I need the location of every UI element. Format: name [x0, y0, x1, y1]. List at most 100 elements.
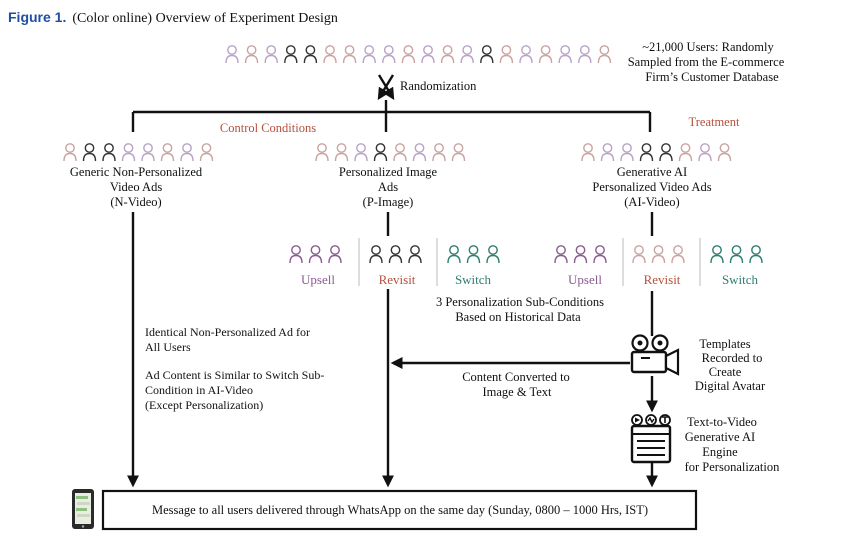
- person-icon: [323, 45, 337, 64]
- person-icon: [639, 143, 654, 162]
- engine-note-1: Text-to-Video: [687, 415, 757, 429]
- person-icon: [749, 245, 763, 264]
- pimage-title-1: Personalized Image: [339, 165, 438, 179]
- nvideo-note-4: Condition in AI-Video: [145, 383, 253, 397]
- person-icon: [334, 143, 349, 162]
- aivideo-title-1: Generative AI: [617, 165, 687, 179]
- person-icon: [393, 143, 407, 162]
- aivideo-upsell-group: [554, 245, 607, 264]
- person-icon: [581, 143, 595, 162]
- aivideo-revisit-group: [632, 245, 685, 264]
- person-icon: [362, 45, 376, 64]
- population-line-1: ~21,000 Users: Randomly: [642, 40, 774, 54]
- engine-note-3: Engine: [702, 445, 738, 459]
- pimage-revisit-label: Revisit: [379, 272, 416, 287]
- person-icon: [160, 143, 175, 162]
- person-icon: [369, 245, 383, 264]
- person-icon: [63, 143, 77, 162]
- person-icon: [180, 143, 194, 162]
- person-icon: [303, 45, 318, 64]
- aivideo-upsell-label: Upsell: [568, 272, 602, 287]
- person-icon: [710, 245, 724, 264]
- person-icon: [651, 245, 666, 264]
- person-icon: [620, 143, 634, 162]
- nvideo-title-3: (N-Video): [110, 195, 161, 209]
- delivery-message: Message to all users delivered through W…: [152, 503, 648, 517]
- templates-note-3: Create: [709, 365, 742, 379]
- pimage-title-3: (P-Image): [363, 195, 414, 209]
- treatment-label: Treatment: [689, 115, 740, 129]
- phone-icon: [72, 489, 94, 529]
- person-icon: [102, 143, 116, 162]
- aivideo-switch-group: [710, 245, 763, 264]
- nvideo-group: [63, 143, 214, 162]
- control-conditions-label: Control Conditions: [220, 121, 316, 135]
- person-icon: [412, 143, 427, 162]
- person-icon: [554, 245, 568, 264]
- person-icon: [717, 143, 732, 162]
- person-icon: [328, 245, 342, 264]
- aivideo-title-2: Personalized Video Ads: [592, 180, 711, 194]
- nvideo-note-1: Identical Non-Personalized Ad for: [145, 325, 310, 339]
- person-icon: [141, 143, 155, 162]
- person-icon: [698, 143, 712, 162]
- subcondition-note-1: 3 Personalization Sub-Conditions: [436, 295, 604, 309]
- engine-note-4: for Personalization: [685, 460, 781, 474]
- person-icon: [354, 143, 368, 162]
- delivery-box: [101, 489, 698, 531]
- pimage-title-2: Ads: [378, 180, 398, 194]
- subcondition-note-2: Based on Historical Data: [455, 310, 581, 324]
- person-icon: [499, 45, 514, 64]
- population-line-3: Firm’s Customer Database: [645, 70, 779, 84]
- nvideo-title-2: Video Ads: [110, 180, 163, 194]
- person-icon: [600, 143, 615, 162]
- person-icon: [593, 245, 607, 264]
- person-icon: [447, 245, 461, 264]
- person-icon: [678, 143, 693, 162]
- figure-number: Figure 1.: [8, 9, 67, 25]
- pimage-revisit-group: [369, 245, 422, 264]
- person-icon: [578, 45, 592, 64]
- person-icon: [308, 245, 323, 264]
- person-icon: [486, 245, 500, 264]
- population-line-2: Sampled from the E-commerce: [628, 55, 785, 69]
- person-icon: [388, 245, 403, 264]
- person-icon: [284, 45, 298, 64]
- nvideo-note-5: (Except Personalization): [145, 398, 263, 412]
- person-icon: [729, 245, 744, 264]
- aivideo-title-3: (AI-Video): [624, 195, 679, 209]
- pimage-upsell-group: [289, 245, 342, 264]
- person-icon: [460, 45, 474, 64]
- person-icon: [659, 143, 673, 162]
- person-icon: [558, 45, 572, 64]
- person-icon: [121, 143, 136, 162]
- aivideo-group: [581, 143, 732, 162]
- person-icon: [632, 245, 646, 264]
- nvideo-title-1: Generic Non-Personalized: [70, 165, 203, 179]
- person-icon: [432, 143, 446, 162]
- nvideo-note-3: Ad Content is Similar to Switch Sub-: [145, 368, 324, 382]
- person-icon: [519, 45, 533, 64]
- person-icon: [401, 45, 416, 64]
- conversion-note-1: Content Converted to: [462, 370, 570, 384]
- pimage-group: [315, 143, 466, 162]
- population-group: [225, 45, 612, 64]
- templates-note-1: Templates: [699, 337, 750, 351]
- person-icon: [408, 245, 422, 264]
- randomization-icon: [377, 74, 395, 101]
- person-icon: [342, 45, 357, 64]
- person-icon: [373, 143, 388, 162]
- conversion-note-2: Image & Text: [482, 385, 552, 399]
- pimage-switch-label: Switch: [455, 272, 492, 287]
- person-icon: [480, 45, 494, 64]
- person-icon: [538, 45, 553, 64]
- figure-label: Figure 1.(Color online) Overview of Expe…: [8, 9, 338, 27]
- video-camera-icon: [630, 334, 680, 376]
- person-icon: [440, 45, 455, 64]
- templates-note-2: Recorded to: [702, 351, 763, 365]
- pimage-upsell-label: Upsell: [301, 272, 335, 287]
- person-icon: [244, 45, 259, 64]
- person-icon: [573, 245, 588, 264]
- templates-note-4: Digital Avatar: [695, 379, 766, 393]
